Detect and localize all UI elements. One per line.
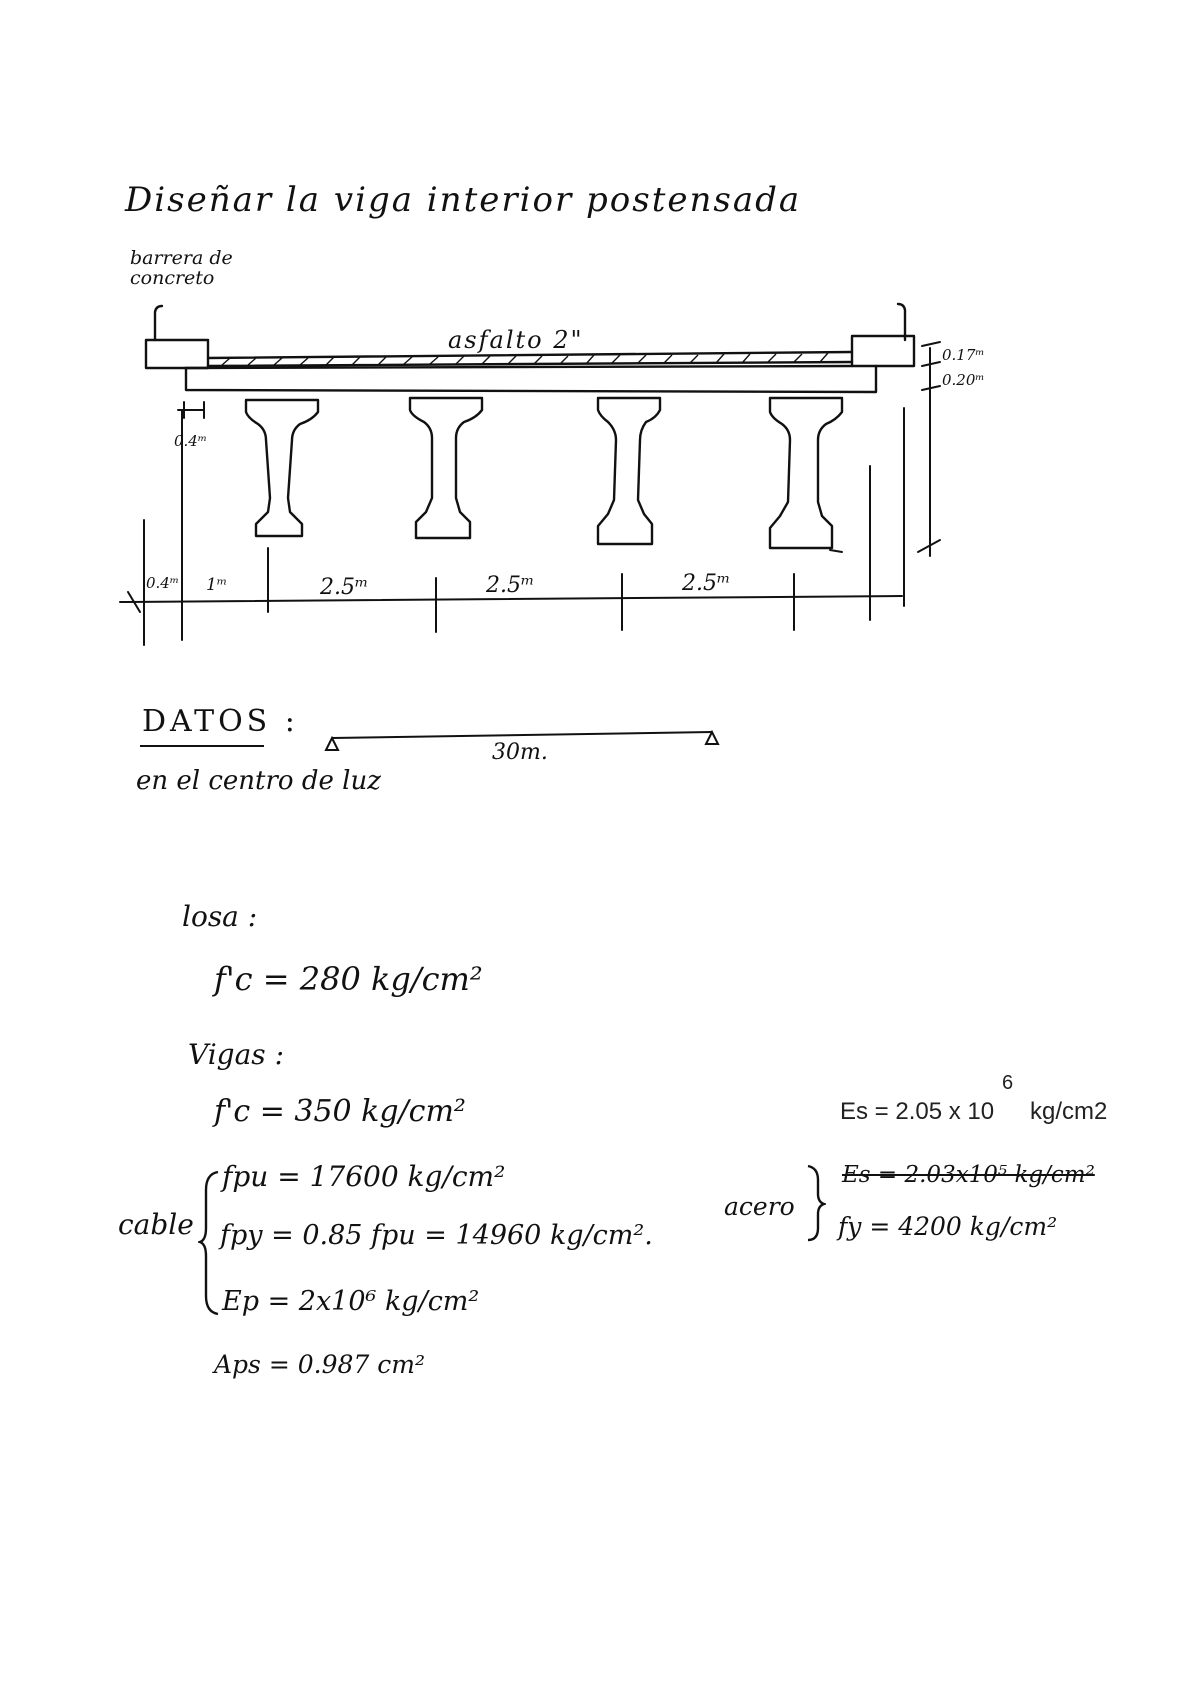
acero-brace — [807, 1164, 826, 1242]
label-barrier-line2: concreto — [130, 267, 214, 289]
girder-4 — [768, 396, 844, 550]
dim-slab-thickness: 0.20ᵐ — [942, 371, 985, 389]
acero-es-struck: Es = 2.03x10⁵ kg/cm² — [842, 1162, 1095, 1188]
datos-heading: DATOS : — [142, 704, 299, 739]
typed-es-exponent: 6 — [1002, 1072, 1014, 1094]
acero-fy: fy = 4200 kg/cm² — [838, 1212, 1058, 1241]
cable-aps: Aps = 0.987 cm² — [214, 1350, 425, 1379]
vigas-heading: Vigas : — [188, 1038, 285, 1071]
girder-1 — [244, 398, 320, 538]
dim-spacing-2: 2.5ᵐ — [485, 573, 534, 598]
dim-spacing-1: 2.5ᵐ — [319, 575, 368, 600]
girder-2 — [408, 396, 484, 540]
cable-ep: Ep = 2x10⁶ kg/cm² — [222, 1286, 480, 1317]
span-diagram — [324, 729, 720, 751]
bottom-dimension-line — [119, 595, 903, 603]
cable-brace — [198, 1170, 219, 1316]
datos-note: en el centro de luz — [136, 766, 381, 796]
deck-slab — [184, 364, 878, 394]
typed-es-base: Es = 2.05 x 10 — [840, 1098, 995, 1125]
dim-overhang: 0.4ᵐ — [174, 432, 207, 450]
acero-label: acero — [724, 1192, 795, 1221]
bridge-cross-section: barrera de concreto asfalto 2" 0.17ᵐ 0.2… — [119, 247, 985, 646]
asphalt-hatch — [221, 352, 829, 366]
cable-label: cable — [118, 1208, 194, 1241]
span-length: 30m. — [492, 740, 548, 765]
cable-fpy: fpy = 0.85 fpu = 14960 kg/cm². — [220, 1220, 653, 1251]
losa-heading: losa : — [182, 900, 258, 933]
label-asphalt: asfalto 2" — [448, 326, 584, 354]
vigas-fc: f'c = 350 kg/cm² — [214, 1094, 466, 1129]
left-barrier-post — [153, 304, 164, 342]
dim-spacing-3: 2.5ᵐ — [681, 571, 730, 596]
right-barrier-post — [896, 302, 907, 342]
dim-edge: 0.4ᵐ — [146, 574, 179, 592]
datos-underline — [140, 745, 264, 747]
page-title: Diseñar la viga interior postensada — [125, 180, 802, 220]
dim-barrier-height: 0.17ᵐ — [942, 346, 985, 364]
girder-3 — [596, 396, 662, 546]
left-barrier — [144, 338, 210, 370]
cable-fpu: fpu = 17600 kg/cm² — [222, 1160, 506, 1193]
losa-fc: f'c = 280 kg/cm² — [214, 960, 483, 998]
dim-edge-beam: 1ᵐ — [206, 575, 227, 595]
typed-es-unit: kg/cm2 — [1030, 1098, 1108, 1125]
label-barrier-line1: barrera de — [130, 247, 233, 269]
